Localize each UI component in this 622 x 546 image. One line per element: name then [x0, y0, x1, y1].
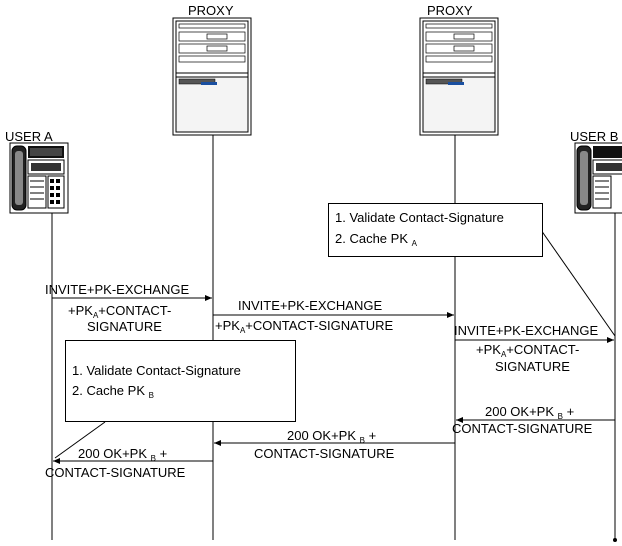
msg1-line3: SIGNATURE [87, 319, 162, 334]
desk-phone-icon [575, 143, 622, 213]
msg3-line3: SIGNATURE [495, 359, 570, 374]
msg-text: + [365, 428, 376, 443]
server-tower-icon [173, 18, 251, 135]
msg3-line1: INVITE+PK-EXCHANGE [454, 323, 598, 338]
msg2-line1: INVITE+PK-EXCHANGE [238, 298, 382, 313]
note-connector-proxy2 [541, 230, 615, 336]
note-text: 2. Cache PK [335, 231, 408, 246]
note-line: 1. Validate Contact-Signature [72, 363, 241, 378]
msg2-line2: +PKA+CONTACT-SIGNATURE [215, 318, 393, 338]
msg-text: 200 OK+PK [485, 404, 554, 419]
msg-text: +CONTACT-SIGNATURE [245, 318, 393, 333]
msg-text: +CONTACT- [506, 342, 579, 357]
actor-label-user-a: USER A [5, 129, 53, 144]
msg-text: + [156, 446, 167, 461]
note-line: 2. Cache PK A [335, 231, 417, 248]
note-line: 2. Cache PK B [72, 383, 154, 400]
msg4-line2: CONTACT-SIGNATURE [452, 421, 592, 436]
note-line: 1. Validate Contact-Signature [335, 210, 504, 225]
msg-text: 200 OK+PK [287, 428, 356, 443]
note-subscript: B [149, 391, 154, 400]
msg-text: +PK [215, 318, 240, 333]
msg6-line2: CONTACT-SIGNATURE [45, 465, 185, 480]
lifeline-end-dot [613, 538, 617, 542]
actor-label-user-b: USER B [570, 129, 618, 144]
server-tower-icon [420, 18, 498, 135]
msg6-line1: 200 OK+PK B + [78, 446, 167, 466]
msg1-line1: INVITE+PK-EXCHANGE [45, 282, 189, 297]
msg-text: + [563, 404, 574, 419]
note-box-validate-cache-pkb: 1. Validate Contact-Signature 2. Cache P… [65, 340, 296, 422]
note-text: 2. Cache PK [72, 383, 145, 398]
note-box-validate-cache-pka: 1. Validate Contact-Signature 2. Cache P… [328, 203, 543, 257]
msg-text: +CONTACT- [98, 303, 171, 318]
msg-text: +PK [68, 303, 93, 318]
actor-label-proxy-2: PROXY [427, 3, 473, 18]
msg-text: +PK [476, 342, 501, 357]
msg5-line2: CONTACT-SIGNATURE [254, 446, 394, 461]
desk-phone-icon [10, 143, 68, 213]
note-subscript: A [412, 239, 417, 248]
msg-text: 200 OK+PK [78, 446, 147, 461]
actor-label-proxy-1: PROXY [188, 3, 234, 18]
msg5-line1: 200 OK+PK B + [287, 428, 376, 448]
